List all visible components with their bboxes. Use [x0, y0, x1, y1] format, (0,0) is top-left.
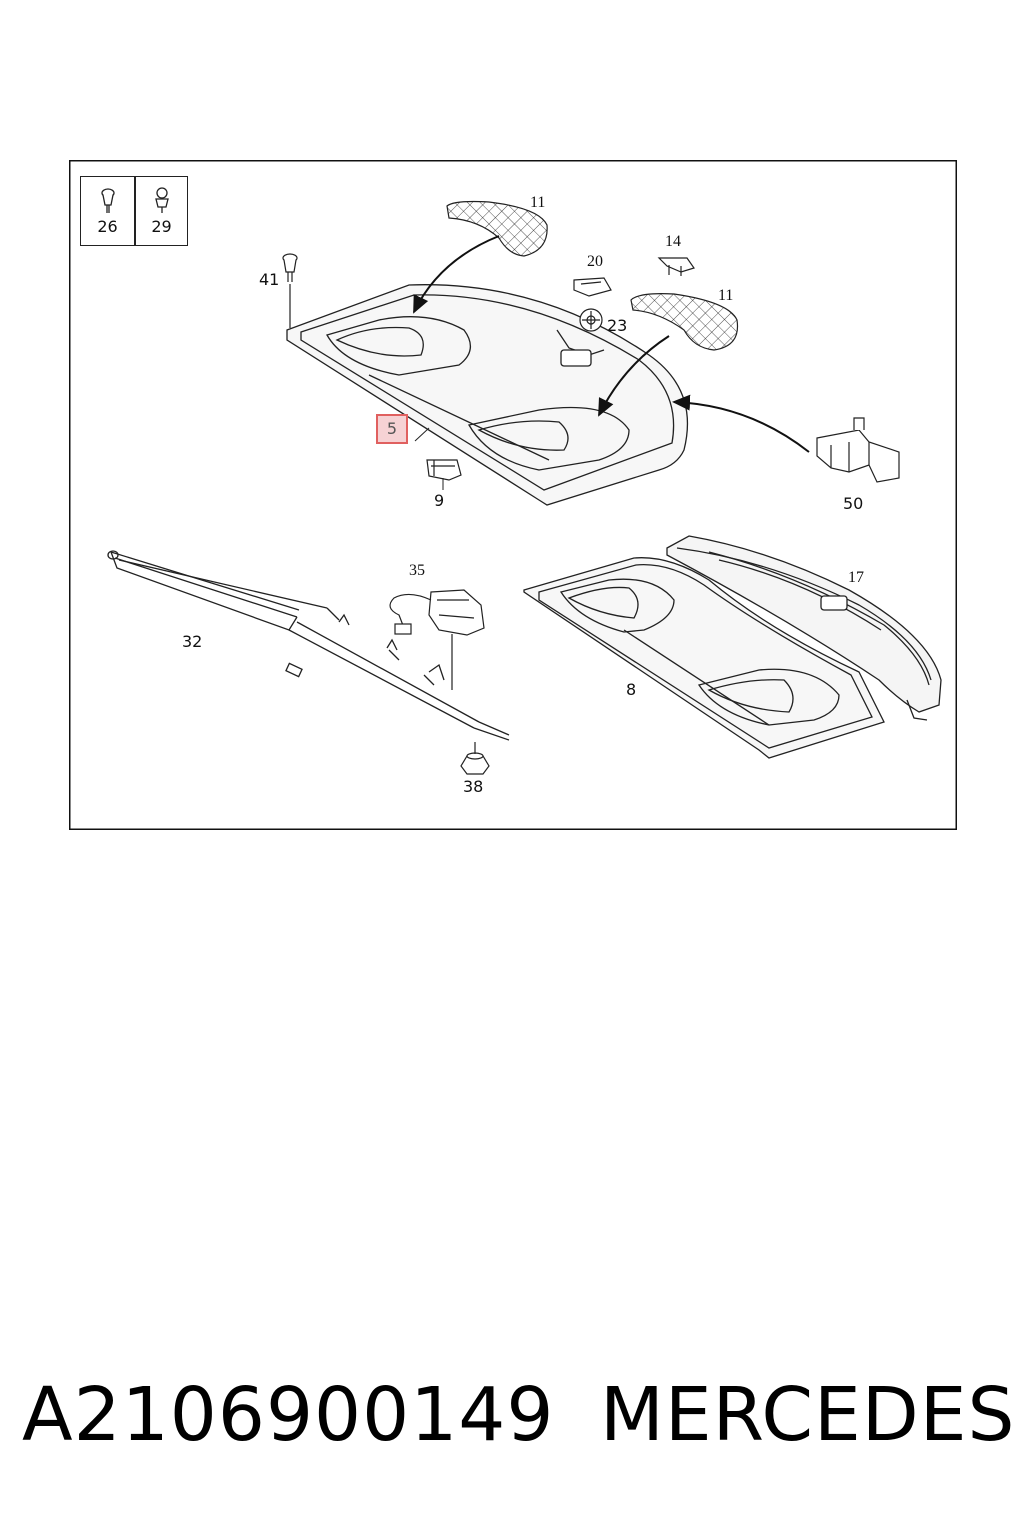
callout-11-upper: 11	[530, 194, 546, 211]
roller-blind	[107, 550, 510, 741]
legend-divider	[134, 177, 136, 245]
clip-icon	[155, 187, 169, 213]
legend-number-29: 29	[151, 217, 172, 236]
callout-23: 23	[607, 316, 628, 335]
part-50-bracket	[816, 417, 900, 483]
fastener-legend: 26 29	[80, 176, 188, 246]
trim-strip	[666, 535, 942, 721]
callout-20: 20	[587, 253, 603, 270]
blind-motor	[389, 589, 485, 690]
part-14-clip	[657, 257, 695, 276]
arrow-pad-right	[598, 335, 670, 417]
part-20-cover	[573, 277, 612, 297]
callout-50: 50	[843, 494, 864, 513]
legend-item-29: 29	[135, 177, 188, 245]
callout-11-right: 11	[718, 287, 734, 304]
arrow-pad-upper	[413, 235, 500, 314]
quilted-pad-right	[630, 293, 739, 351]
rivet-icon	[101, 188, 115, 213]
leader-lines	[414, 427, 444, 490]
parcel-shelf-variant	[523, 557, 885, 759]
part-38-nut	[460, 742, 490, 775]
parts-diagram	[69, 160, 957, 830]
diagram-border	[69, 160, 957, 830]
callout-41: 41	[259, 270, 280, 289]
callout-38: 38	[463, 777, 484, 796]
part-23-grommet	[579, 308, 603, 332]
parcel-shelf	[286, 284, 688, 506]
callout-35: 35	[409, 562, 425, 579]
brand-name: MERCEDES	[600, 1372, 1016, 1458]
diagram-frame	[69, 160, 957, 830]
callout-32: 32	[182, 632, 203, 651]
legend-number-26: 26	[97, 217, 118, 236]
quilted-pad-upper	[446, 200, 548, 257]
callout-17: 17	[848, 569, 864, 586]
callout-9: 9	[434, 491, 445, 510]
callout-8: 8	[626, 680, 637, 699]
footer-caption: A2106900149 MERCEDES	[22, 1372, 1016, 1462]
arrow-bracket	[672, 394, 810, 453]
part-41-pin	[282, 253, 298, 328]
callout-14: 14	[665, 233, 681, 250]
callout-5-highlighted[interactable]: 5	[376, 414, 408, 444]
part-number: A2106900149	[22, 1372, 555, 1458]
legend-item-26: 26	[81, 177, 134, 245]
part-9-clip	[426, 459, 462, 481]
